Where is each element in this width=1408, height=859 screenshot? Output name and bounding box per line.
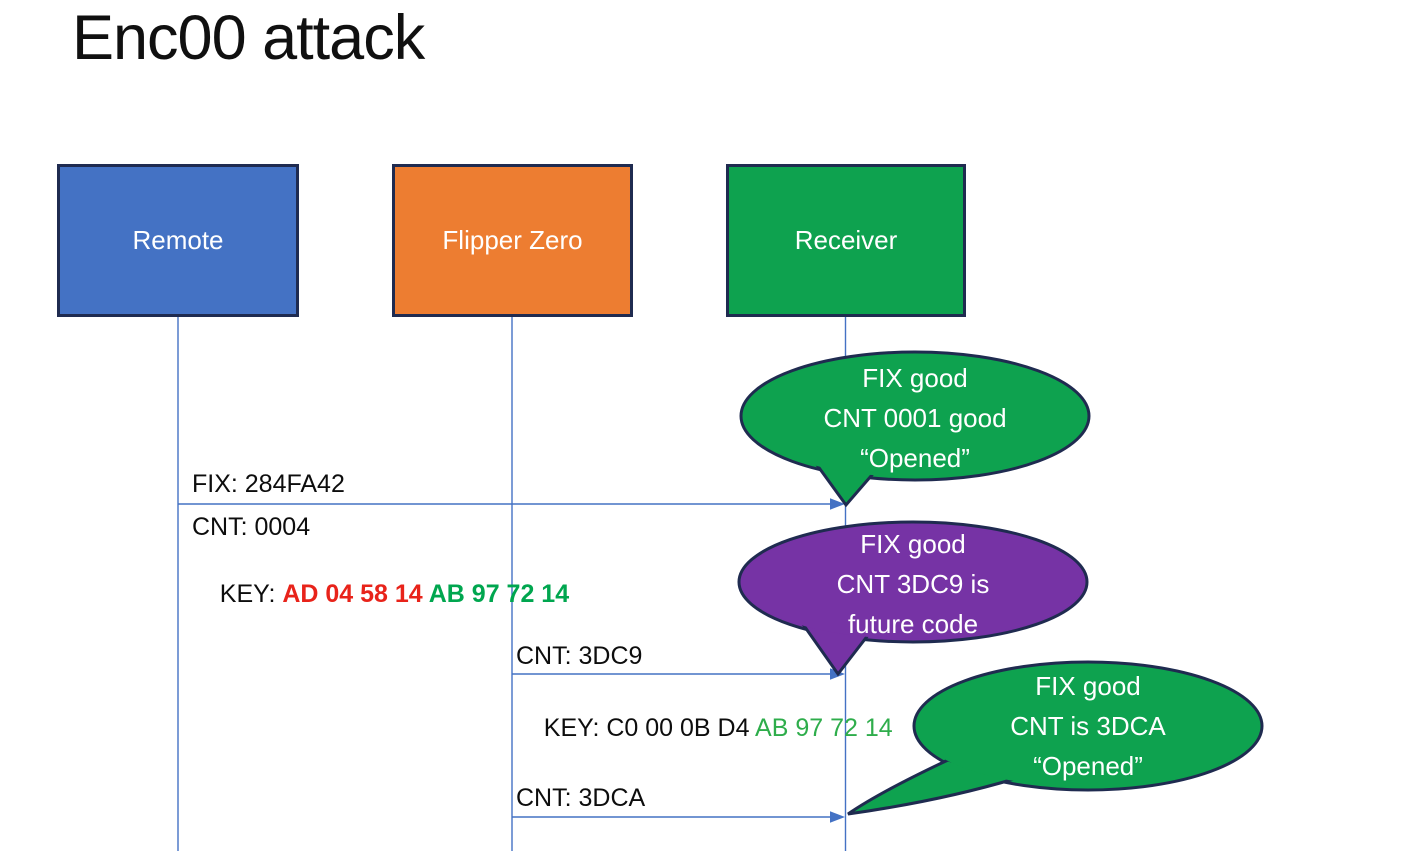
- message3-cnt-label: CNT: 3DCA: [516, 784, 646, 812]
- actor-label-receiver: Receiver: [794, 225, 898, 255]
- callout1-text: FIX good CNT 0001 good “Opened”: [740, 358, 1090, 478]
- message1-fix-label: FIX: 284FA42: [192, 470, 345, 498]
- callout1-fill-patch: [744, 355, 1086, 477]
- message1-arrowhead-icon: [830, 498, 845, 510]
- message1-key-green-bytes: AB 97 72 14: [428, 580, 570, 608]
- message3-key-label: KEY: C0 02 8A 33 AB 97 72 14: [516, 825, 887, 859]
- callout-bubble-2: [737, 520, 1089, 677]
- message3-key-green-bytes: AB 97 72 14: [750, 856, 888, 859]
- actor-label-remote: Remote: [132, 225, 224, 255]
- actor-box-receiver: Receiver: [726, 164, 966, 317]
- callout3-line3: “Opened”: [1033, 751, 1143, 781]
- callout2-text: FIX good CNT 3DC9 is future code: [739, 524, 1087, 644]
- callout3-text: FIX good CNT is 3DCA “Opened”: [915, 666, 1261, 786]
- message1-key-label: KEY: AD 04 58 14 AB 97 72 14: [192, 549, 569, 639]
- callout3-line2: CNT is 3DCA: [1010, 711, 1166, 741]
- message3-key-prefix: KEY: C0 02 8A 33: [544, 856, 750, 859]
- callout2-line3: future code: [847, 609, 979, 639]
- callout3-line1: FIX good: [1035, 671, 1141, 701]
- callout-bubble-3: [847, 660, 1264, 816]
- message3-arrowhead-icon: [830, 811, 845, 823]
- callout2-line1: FIX good: [860, 529, 966, 559]
- actor-box-remote: Remote: [57, 164, 299, 317]
- callout2-fill-patch: [742, 525, 1084, 639]
- message2-key-prefix: KEY: C0 00 0B D4: [543, 714, 756, 742]
- callout3-tail: [847, 758, 1020, 816]
- callout1-line1: FIX good: [862, 363, 968, 393]
- page-title: Enc00 attack: [72, 3, 425, 73]
- callout1-line2: CNT 0001 good: [823, 403, 1007, 433]
- message2-key-label: KEY: C0 00 0B D4 AB 97 72 14: [516, 683, 893, 773]
- callout2-line2: CNT 3DC9 is: [836, 569, 990, 599]
- actor-box-flipper-zero: Flipper Zero: [392, 164, 633, 317]
- message2-key-green-bytes: AB 97 72 14: [755, 714, 893, 742]
- actor-label-flipper-zero: Flipper Zero: [442, 225, 583, 255]
- message1-key-red-bytes: AD 04 58 14: [282, 580, 429, 608]
- callout3-fill-patch: [917, 665, 1259, 787]
- callout1-line3: “Opened”: [860, 443, 970, 473]
- message1-key-prefix: KEY:: [219, 580, 283, 608]
- callout-bubble-1: [739, 350, 1091, 508]
- message2-cnt-label: CNT: 3DC9: [516, 642, 643, 670]
- message1-cnt-label: CNT: 0004: [192, 513, 311, 541]
